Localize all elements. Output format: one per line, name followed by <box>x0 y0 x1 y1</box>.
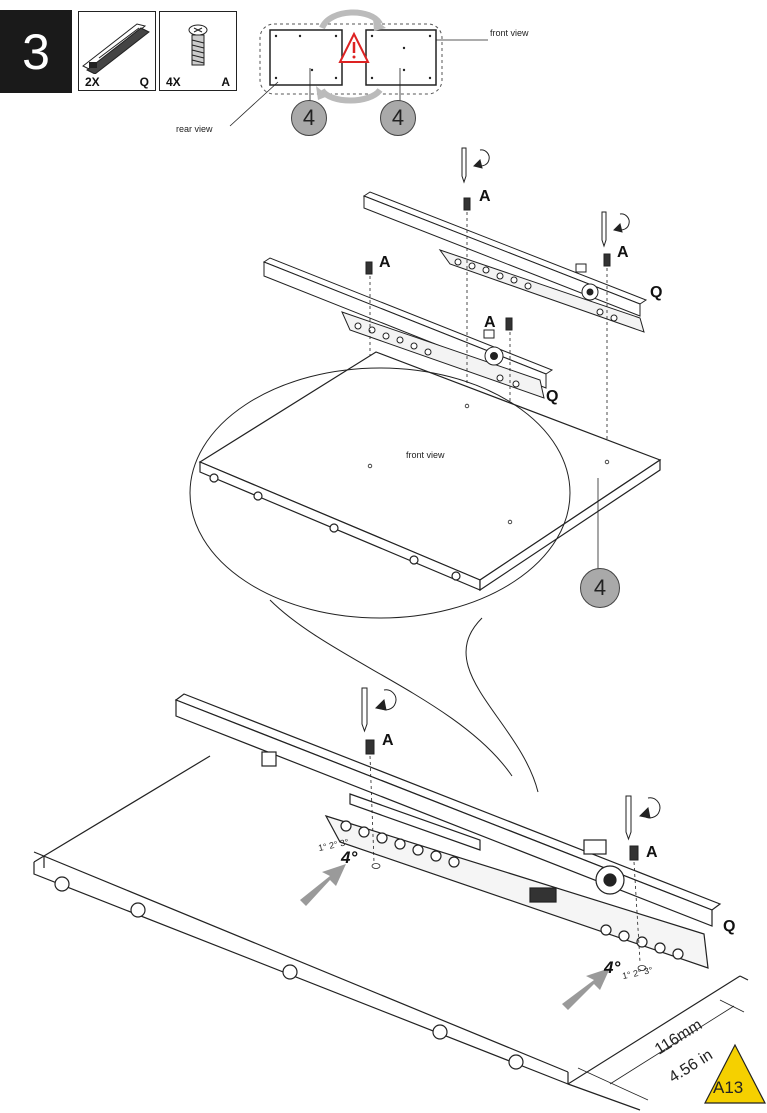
part-box-screw: 4X A <box>159 11 237 91</box>
callout-slide-2: Q <box>546 388 559 405</box>
label-front-view-panel: front view <box>406 450 445 460</box>
angle-label-right: 4° <box>604 958 621 977</box>
screwdrivers-lower <box>361 687 661 861</box>
callout-screw-lower-1: A <box>382 732 394 749</box>
callout-screw-lower-2: A <box>646 844 658 861</box>
part-code-screw: A <box>221 75 230 89</box>
slides-upper-detail <box>262 191 648 399</box>
callout-screw-1: A <box>479 188 491 205</box>
step-number: 3 <box>0 10 72 93</box>
badge-panel-detail: 4 <box>580 568 620 608</box>
label-front-view-top: front view <box>490 28 529 38</box>
callout-screw-2: A <box>617 244 629 261</box>
drawer-front-panel <box>198 351 662 592</box>
drawer-slide-icon <box>82 23 150 74</box>
part-qty-screw: 4X <box>166 75 181 89</box>
page-tag-label: A13 <box>713 1078 744 1097</box>
part-code-slide: Q <box>139 75 149 89</box>
orientation-views <box>229 9 488 127</box>
label-rear-view: rear view <box>176 124 213 134</box>
badge-front-panel: 4 <box>380 100 416 136</box>
dimension-line <box>577 999 745 1101</box>
angle-label-left: 4° <box>341 848 358 867</box>
drawer-panel-lower <box>33 755 749 1111</box>
badge-rear-panel: 4 <box>291 100 327 136</box>
detail-zoom-ellipse <box>189 367 571 619</box>
page-tag-triangle <box>704 1043 766 1104</box>
callout-screw-3: A <box>379 254 391 271</box>
screwdrivers-upper <box>365 147 630 331</box>
push-arrows <box>300 864 610 1010</box>
rear-view-panel <box>269 29 343 86</box>
callout-screw-4: A <box>484 314 496 331</box>
slide-lower-detail <box>174 693 722 969</box>
screw-icon <box>188 24 208 66</box>
front-view-panel <box>365 29 437 86</box>
part-box-slide: 2X Q <box>78 11 156 91</box>
callout-slide-lower: Q <box>723 918 736 935</box>
callout-slide-1: Q <box>650 284 663 301</box>
part-qty-slide: 2X <box>85 75 100 89</box>
